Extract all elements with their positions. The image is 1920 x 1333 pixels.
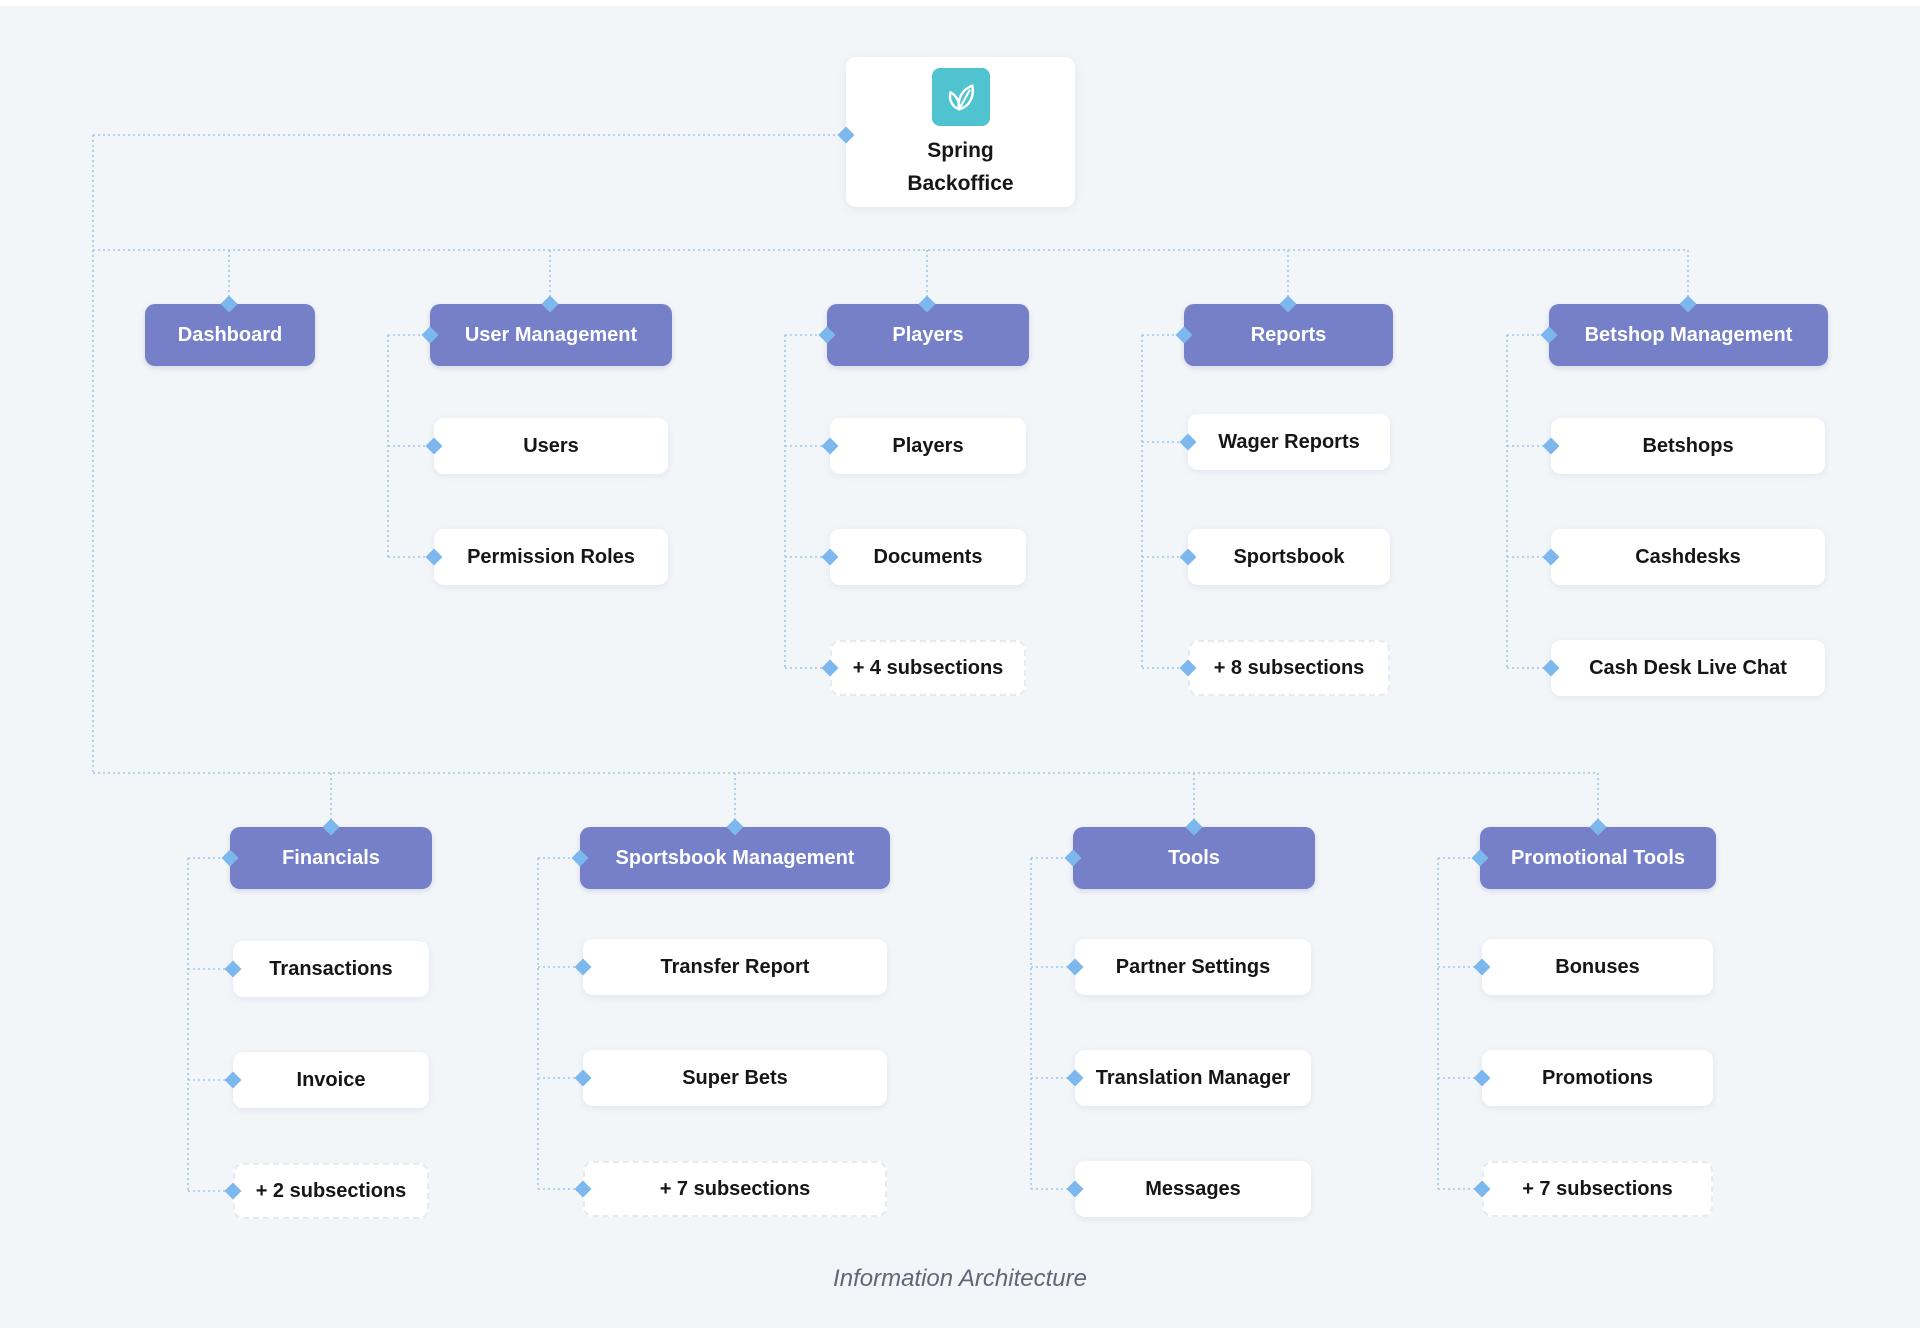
subitem-super-bets[interactable]: Super Bets: [583, 1050, 887, 1106]
category-user-management[interactable]: User Management: [430, 304, 672, 366]
subitem-players[interactable]: Players: [830, 418, 1026, 474]
category-betshop-management[interactable]: Betshop Management: [1549, 304, 1828, 366]
category-sportsbook-management[interactable]: Sportsbook Management: [580, 827, 890, 889]
subitem-betshops[interactable]: Betshops: [1551, 418, 1825, 474]
subitem-transactions[interactable]: Transactions: [233, 941, 429, 997]
category-tools[interactable]: Tools: [1073, 827, 1315, 889]
subitem-sportsbook[interactable]: Sportsbook: [1188, 529, 1390, 585]
leaf-icon: [931, 68, 990, 126]
subitem-bonuses[interactable]: Bonuses: [1482, 939, 1713, 995]
more-subsections-financials[interactable]: + 2 subsections: [233, 1163, 429, 1219]
category-dashboard[interactable]: Dashboard: [145, 304, 315, 366]
more-subsections-sportsbook-management[interactable]: + 7 subsections: [583, 1161, 887, 1217]
subitem-cash-desk-live-chat[interactable]: Cash Desk Live Chat: [1551, 640, 1825, 696]
root-title: Spring Backoffice: [907, 139, 1014, 195]
root-node[interactable]: Spring Backoffice: [846, 57, 1075, 207]
subitem-cashdesks[interactable]: Cashdesks: [1551, 529, 1825, 585]
subitem-partner-settings[interactable]: Partner Settings: [1075, 939, 1311, 995]
more-subsections-players[interactable]: + 4 subsections: [830, 640, 1026, 696]
category-players[interactable]: Players: [827, 304, 1029, 366]
subitem-users[interactable]: Users: [434, 418, 668, 474]
category-financials[interactable]: Financials: [230, 827, 432, 889]
diagram-caption: Information Architecture: [833, 1265, 1087, 1292]
category-promotional-tools[interactable]: Promotional Tools: [1480, 827, 1716, 889]
subitem-messages[interactable]: Messages: [1075, 1161, 1311, 1217]
subitem-documents[interactable]: Documents: [830, 529, 1026, 585]
subitem-translation-manager[interactable]: Translation Manager: [1075, 1050, 1311, 1106]
subitem-permission-roles[interactable]: Permission Roles: [434, 529, 668, 585]
subitem-promotions[interactable]: Promotions: [1482, 1050, 1713, 1106]
more-subsections-promotional-tools[interactable]: + 7 subsections: [1482, 1161, 1713, 1217]
subitem-transfer-report[interactable]: Transfer Report: [583, 939, 887, 995]
subitem-wager-reports[interactable]: Wager Reports: [1188, 414, 1390, 470]
subitem-invoice[interactable]: Invoice: [233, 1052, 429, 1108]
category-reports[interactable]: Reports: [1184, 304, 1393, 366]
more-subsections-reports[interactable]: + 8 subsections: [1188, 640, 1390, 696]
